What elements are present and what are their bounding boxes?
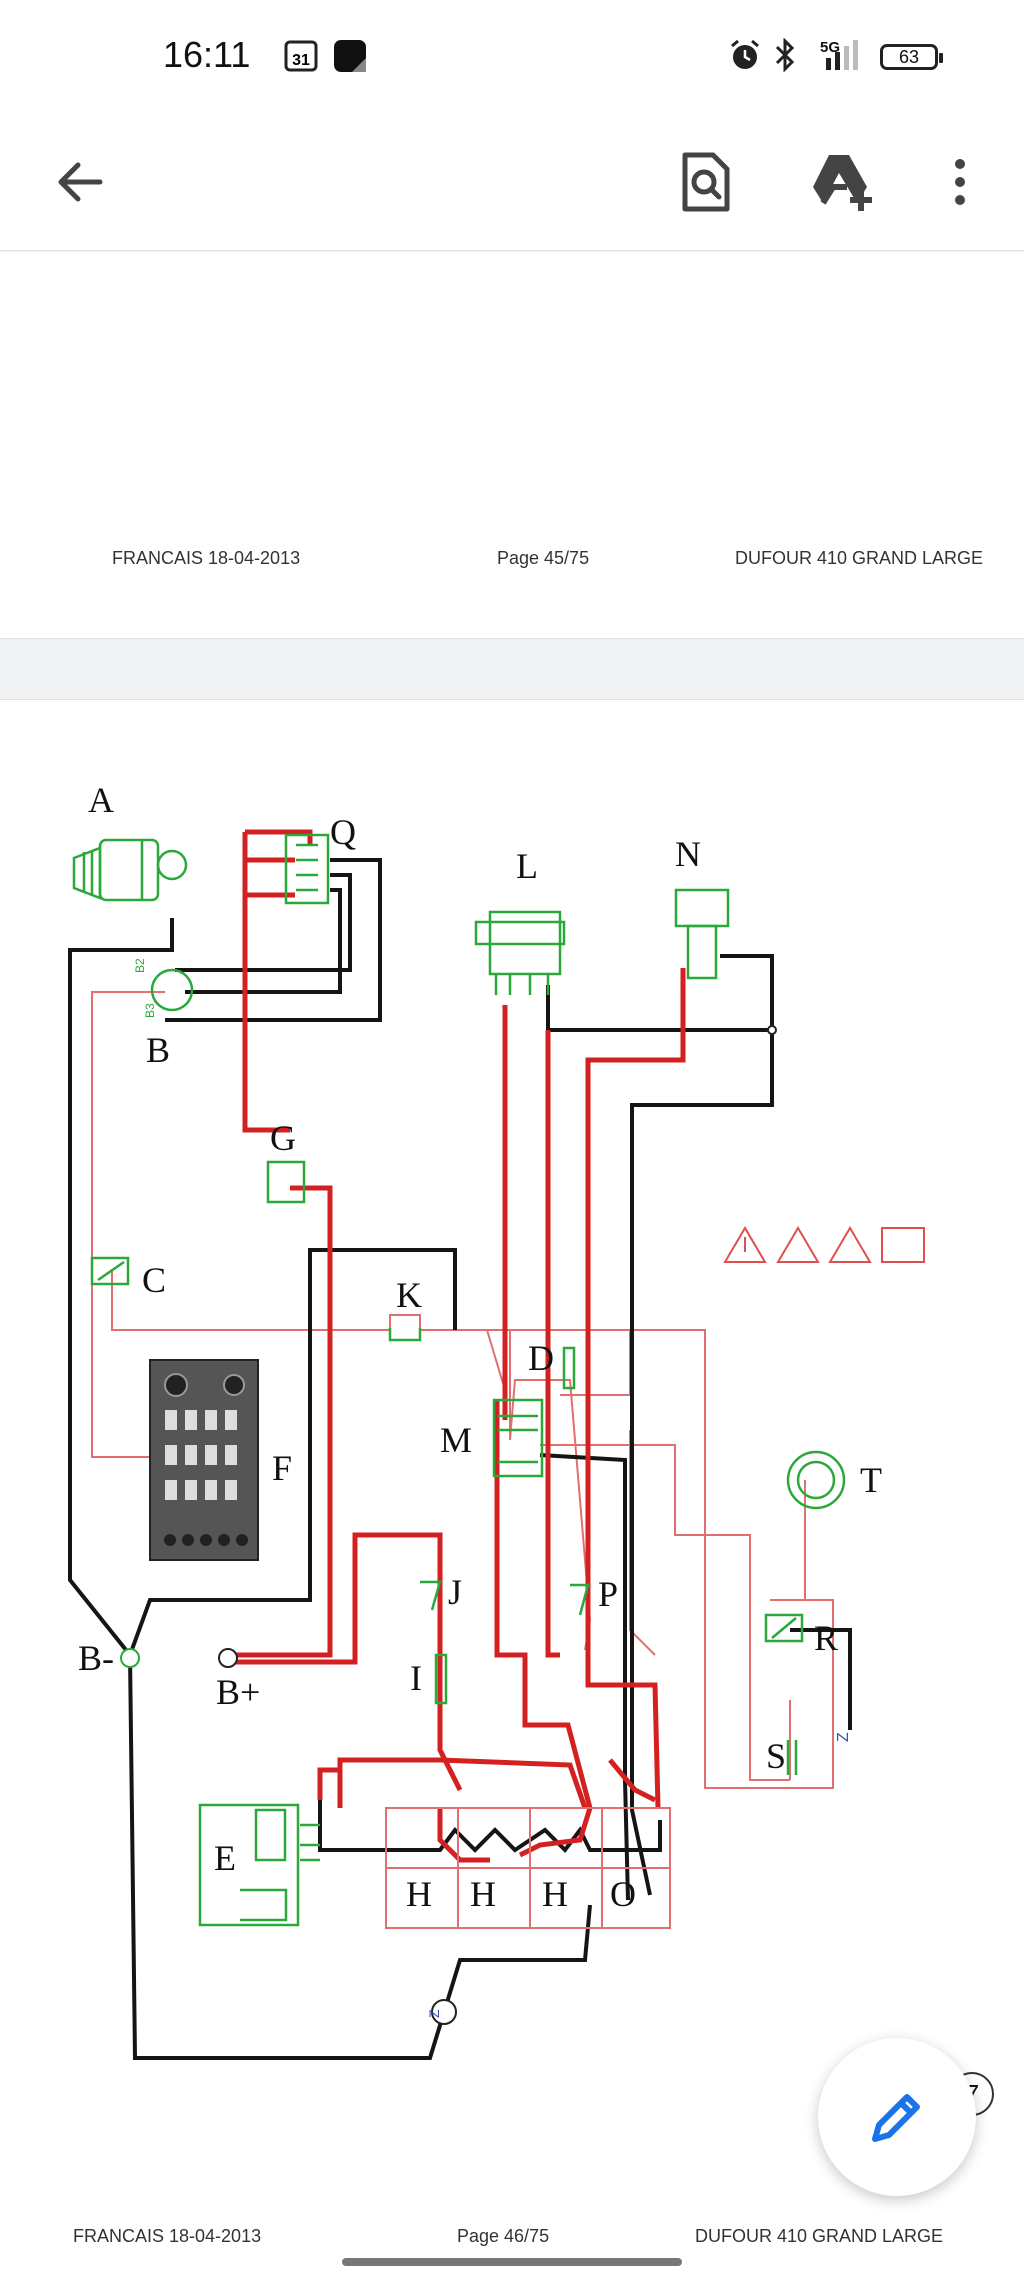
page-footer-center: Page 45/75 [497,548,590,568]
svg-text:J: J [448,1572,462,1612]
svg-text:B+: B+ [216,1672,260,1712]
more-options-button[interactable] [932,142,988,222]
svg-text:S: S [766,1736,786,1776]
switch-panel-f [149,1359,259,1561]
svg-text:N: N [675,834,701,874]
svg-text:Z: Z [426,2009,442,2018]
back-button[interactable] [40,142,120,222]
svg-text:B-: B- [78,1638,114,1678]
svg-text:B3: B3 [143,1003,157,1018]
wiring-diagram: A Q L N B G C K D M F T J P R B- B+ I S … [68,780,925,2060]
svg-text:C: C [142,1260,166,1300]
page-separator [0,638,1024,700]
svg-text:E: E [214,1838,236,1878]
svg-text:M: M [440,1420,472,1460]
bluetooth-icon [775,38,795,72]
svg-text:A: A [88,780,114,820]
svg-text:L: L [516,846,538,886]
more-vert-icon [955,159,965,205]
page-footer-right: DUFOUR 410 GRAND LARGE [695,2226,944,2246]
gesture-nav-handle[interactable] [342,2258,682,2266]
svg-text:R: R [814,1618,838,1658]
warning-signs [723,1226,925,1263]
page-footer-center: Page 46/75 [457,2226,550,2246]
search-document-button[interactable] [664,140,748,224]
status-bar: 16:11 31 5G 63 [0,0,1024,118]
svg-text:H: H [470,1874,496,1914]
page-footer-right: DUFOUR 410 GRAND LARGE [735,548,984,568]
svg-text:B2: B2 [133,958,147,973]
svg-text:G: G [270,1118,296,1158]
edit-fab-button[interactable] [818,2038,976,2196]
signal-5g-icon: 5G [820,39,858,70]
svg-text:H: H [542,1874,568,1914]
add-to-drive-button[interactable] [798,140,888,224]
status-time: 16:11 [163,34,251,75]
svg-text:K: K [396,1275,422,1315]
alarm-icon [731,39,759,69]
svg-text:Z: Z [835,1732,852,1742]
page-footer-left: FRANCAIS 18-04-2013 [73,2226,262,2246]
svg-text:O: O [610,1874,636,1914]
pdf-page-46: A Q L N B G C K D M F T J P R B- B+ I S … [0,700,1024,2287]
svg-text:P: P [598,1574,618,1614]
page-footer-left: FRANCAIS 18-04-2013 [112,548,301,568]
svg-text:5G: 5G [820,39,840,56]
svg-text:H: H [406,1874,432,1914]
pencil-edit-icon [872,2094,920,2142]
arrow-left-icon [58,162,103,202]
document-search-icon [682,152,730,212]
svg-text:31: 31 [292,52,310,69]
notes-app-icon [334,40,366,72]
svg-text:D: D [528,1338,554,1378]
svg-text:F: F [272,1448,292,1488]
svg-text:T: T [860,1460,882,1500]
add-to-drive-icon [813,155,872,211]
calendar-icon: 31 [284,40,318,72]
battery-indicator: 63 [880,44,943,70]
app-bar [0,118,1024,251]
pdf-page-45: FRANCAIS 18-04-2013 Page 45/75 DUFOUR 41… [0,252,1024,638]
svg-text:I: I [410,1658,422,1698]
svg-text:Q: Q [330,812,356,852]
svg-text:B: B [146,1030,170,1070]
